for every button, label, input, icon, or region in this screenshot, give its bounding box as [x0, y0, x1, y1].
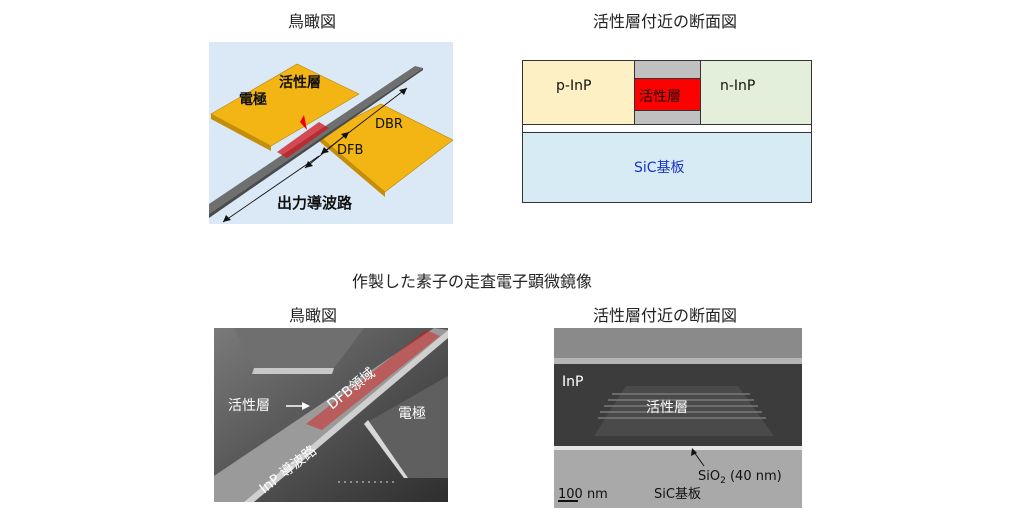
- sic-substrate-block: [522, 132, 812, 203]
- sem-waveguide-edge: [244, 330, 448, 502]
- sem-sio2-pointer-head: [691, 448, 697, 456]
- bottom-left-title: 鳥瞰図: [289, 306, 338, 325]
- sem-birdseye-image: DFB領域 活性層 電極 InP 導波路: [214, 328, 448, 502]
- label-active-layer-section: 活性層: [639, 89, 681, 105]
- label-electrode: 電極: [239, 91, 267, 108]
- dbr-arrow-head-bottom: [321, 147, 329, 154]
- cross-section-schematic: p-InP 活性層 n-InP SiC基板: [522, 60, 814, 204]
- waveguide-arrow: [222, 155, 320, 223]
- sem-label-sio2: SiO2 (40 nm): [698, 469, 782, 486]
- label-n-inp: n-InP: [720, 78, 755, 94]
- bonding-layer: [522, 124, 812, 133]
- right-electrode-edge: [319, 136, 385, 197]
- left-electrode: [210, 63, 360, 147]
- dbr-arrow-head-top: [399, 88, 407, 95]
- label-waveguide: 出力導波路: [277, 194, 353, 212]
- sem-sio2-pointer: [693, 451, 705, 467]
- p-inp-block: [522, 60, 635, 125]
- sem-cross-section-image: InP 活性層 SiO2 (40 nm) 100 nm SiC基板: [554, 328, 802, 508]
- cross-section-schematic-svg: p-InP 活性層 n-InP SiC基板: [522, 60, 812, 203]
- sem-right-electrode: [364, 376, 448, 478]
- top-right-title: 活性層付近の断面図: [593, 12, 738, 31]
- sem-cross-section-svg: InP 活性層 SiO2 (40 nm) 100 nm SiC基板: [554, 328, 802, 508]
- sem-surface-band: [554, 358, 802, 364]
- active-region: [277, 122, 329, 158]
- label-dfb: DFB: [337, 143, 363, 158]
- sem-birdseye-svg: DFB領域 活性層 電極 InP 導波路: [214, 328, 448, 502]
- sem-label-sio2-thickness: (40 nm): [726, 469, 782, 484]
- right-electrode: [318, 103, 453, 193]
- dfb-arrow: [304, 131, 350, 169]
- top-left-title: 鳥瞰図: [288, 12, 337, 31]
- dfb-arrow-head-top: [341, 132, 349, 139]
- label-sic-substrate: SiC基板: [634, 159, 685, 176]
- sem-section-title: 作製した素子の走査電子顕微鏡像: [352, 272, 593, 291]
- sem-label-sio2-main: SiO: [698, 469, 720, 484]
- sem-label-inp: InP: [562, 374, 583, 390]
- sem-label-sio2-sub: 2: [720, 476, 726, 486]
- waveguide-arrow-head: [223, 215, 231, 222]
- sem-active-stack: [594, 386, 774, 436]
- sem-left-electrode: [234, 328, 364, 368]
- label-dbr: DBR: [375, 117, 403, 132]
- upper-cladding: [634, 60, 701, 79]
- waveguide-side: [209, 68, 423, 218]
- sem-label-scale: 100 nm: [558, 487, 608, 502]
- sem-label-electrode: 電極: [398, 406, 426, 422]
- sem-label-sic-substrate: SiC基板: [654, 487, 701, 502]
- sem-waveguide: [214, 328, 448, 502]
- sem-label-active-layer: 活性層: [228, 398, 270, 414]
- n-inp-block: [700, 60, 812, 125]
- sem-sic-substrate: [554, 450, 802, 508]
- sem-active-arrow-head: [302, 402, 310, 410]
- birdseye-schematic-svg: 電極 活性層 DBR DFB 出力導波路: [209, 63, 453, 223]
- birdseye-schematic: 電極 活性層 DBR DFB 出力導波路: [209, 42, 453, 224]
- sem-dfb-overlay: [306, 330, 440, 430]
- label-active-layer: 活性層: [279, 74, 321, 91]
- sem-top-coating: [554, 328, 802, 360]
- active-pointer: [300, 115, 307, 130]
- sem-right-electrode-rim: [364, 420, 408, 478]
- output-waveguide: [209, 66, 423, 214]
- dfb-arrow-head-bottom: [305, 161, 313, 168]
- sem-sio2-layer: [554, 446, 802, 450]
- bottom-right-title: 活性層付近の断面図: [593, 306, 738, 325]
- sem-label-active-layer: 活性層: [646, 400, 688, 416]
- label-p-inp: p-InP: [556, 78, 591, 94]
- left-electrode-edge: [211, 114, 271, 151]
- sem-left-electrode-rim: [252, 368, 334, 374]
- lower-cladding: [634, 110, 701, 125]
